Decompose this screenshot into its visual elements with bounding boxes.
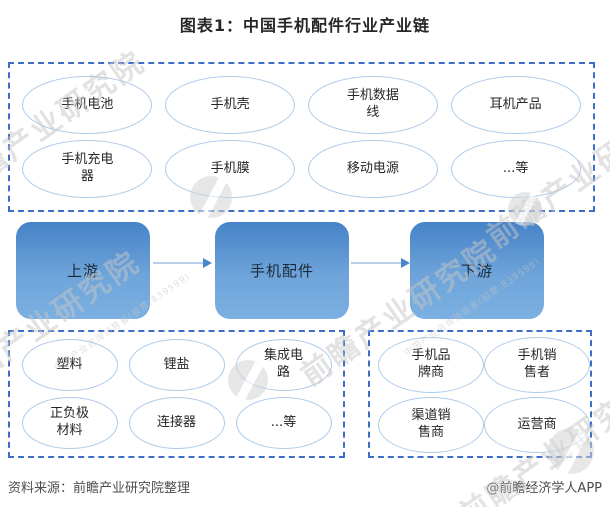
node-label: 手机销售者 bbox=[517, 348, 557, 380]
node-label: 运营商 bbox=[517, 416, 557, 432]
arrow-head-icon bbox=[203, 258, 212, 268]
node-ellipse: 手机数据线 bbox=[307, 76, 438, 134]
node-label: 正负极材料 bbox=[49, 406, 89, 438]
page-title: 图表1：中国手机配件行业产业链 bbox=[179, 16, 431, 35]
node-ellipse: 连接器 bbox=[128, 397, 225, 449]
node-label: 锂盐 bbox=[163, 356, 190, 372]
node-ellipse: 手机壳 bbox=[165, 76, 296, 134]
node-ellipse: 运营商 bbox=[484, 397, 590, 453]
arrow-shaft bbox=[351, 262, 401, 264]
node-label: 手机壳 bbox=[210, 96, 250, 112]
node-ellipse: 手机膜 bbox=[165, 140, 296, 198]
node-label: 手机膜 bbox=[210, 160, 250, 176]
node-label: 手机电池 bbox=[61, 96, 114, 112]
node-label: ...等 bbox=[502, 160, 529, 176]
node-ellipse: 塑料 bbox=[21, 339, 118, 391]
node-ellipse: 手机销售者 bbox=[484, 337, 590, 393]
source-note: 资料来源：前瞻产业研究院整理 bbox=[8, 481, 191, 496]
node-label: 手机品牌商 bbox=[411, 348, 451, 380]
accessories-box: 手机电池 手机壳 手机数据线 耳机产品 手机充电器 手机膜 移动电源 ...等 bbox=[8, 62, 595, 212]
downstream-players-box: 手机品牌商 手机销售者 渠道销售商 运营商 bbox=[368, 330, 592, 458]
flow-arrow bbox=[351, 257, 410, 269]
node-ellipse: 正负极材料 bbox=[21, 397, 118, 449]
node-ellipse: 锂盐 bbox=[128, 339, 225, 391]
flow-arrow bbox=[153, 257, 212, 269]
node-label: 手机充电器 bbox=[61, 152, 114, 184]
node-label: 连接器 bbox=[156, 414, 196, 430]
node-ellipse: 集成电路 bbox=[235, 339, 332, 391]
node-label: 塑料 bbox=[56, 356, 83, 372]
node-ellipse: 手机电池 bbox=[22, 76, 153, 134]
node-ellipse: 耳机产品 bbox=[450, 76, 581, 134]
flow-node-downstream: 下游 bbox=[410, 222, 544, 319]
node-ellipse: 手机充电器 bbox=[22, 140, 153, 198]
arrow-head-icon bbox=[401, 258, 410, 268]
flow-node-core: 手机配件 bbox=[215, 222, 349, 319]
node-ellipse: ...等 bbox=[450, 140, 581, 198]
node-label: 渠道销售商 bbox=[411, 408, 451, 440]
upstream-materials-box: 塑料 锂盐 集成电路 正负极材料 连接器 ...等 bbox=[8, 330, 345, 458]
node-label: 移动电源 bbox=[346, 160, 399, 176]
node-ellipse: ...等 bbox=[235, 397, 332, 449]
node-ellipse: 手机品牌商 bbox=[378, 337, 484, 393]
node-label: ...等 bbox=[270, 414, 297, 430]
node-label: 集成电路 bbox=[263, 348, 303, 380]
node-ellipse: 移动电源 bbox=[307, 140, 438, 198]
credit-note: @前瞻经济学人APP bbox=[486, 481, 602, 496]
node-label: 耳机产品 bbox=[489, 96, 542, 112]
node-label: 手机数据线 bbox=[346, 88, 399, 120]
arrow-shaft bbox=[153, 262, 203, 264]
node-ellipse: 渠道销售商 bbox=[378, 397, 484, 453]
footer: 资料来源：前瞻产业研究院整理 @前瞻经济学人APP bbox=[8, 477, 602, 496]
flow-node-upstream: 上游 bbox=[16, 222, 150, 319]
